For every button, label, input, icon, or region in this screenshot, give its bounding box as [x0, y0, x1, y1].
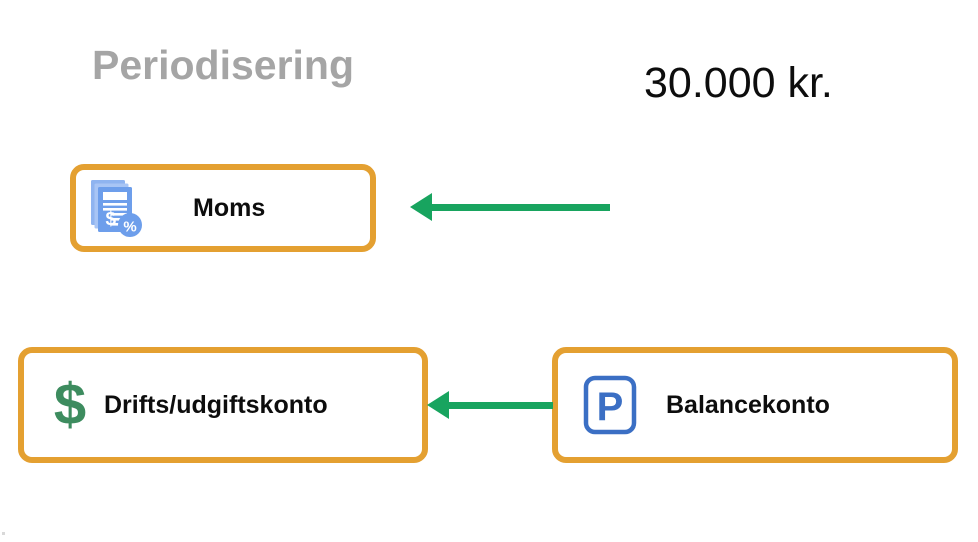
node-drifts-udgiftskonto[interactable]: $ Drifts/udgiftskonto: [18, 347, 428, 463]
svg-text:$: $: [54, 374, 86, 436]
node-balancekonto[interactable]: P Balancekonto: [552, 347, 958, 463]
arrow-shaft: [428, 204, 610, 211]
arrow-head-icon: [427, 391, 449, 419]
arrow-head-icon: [410, 193, 432, 221]
corner-artifact: [2, 532, 5, 535]
svg-text:%: %: [123, 219, 136, 236]
svg-text:P: P: [597, 385, 624, 429]
parking-p-icon: P: [582, 375, 638, 435]
amount-value: 30.000 kr.: [644, 59, 833, 107]
dollar-sign-icon: $: [46, 374, 94, 436]
node-drifts-label: Drifts/udgiftskonto: [104, 390, 328, 419]
node-moms[interactable]: $ % Moms: [70, 164, 376, 252]
page-title: Periodisering: [92, 42, 355, 88]
tax-document-percent-icon: $ %: [88, 177, 146, 239]
svg-text:$: $: [106, 209, 117, 230]
arrow-shaft: [445, 402, 553, 409]
node-moms-label: Moms: [193, 193, 266, 222]
node-balance-label: Balancekonto: [666, 390, 830, 419]
